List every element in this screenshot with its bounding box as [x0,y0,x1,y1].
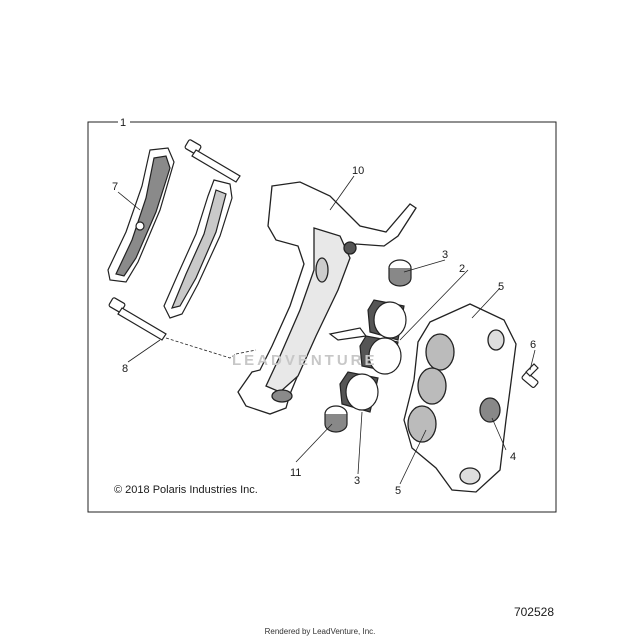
callout-11: 11 [290,467,301,479]
diagram-number: 702528 [513,605,554,619]
callout-7: 7 [112,181,118,193]
piston-1 [367,299,407,341]
pad-pin-bottom [108,297,167,341]
pad-pin-top [184,139,241,183]
callout-3-top: 3 [442,249,448,261]
diagram-border [87,121,557,513]
callout-5-bottom: 5 [395,485,401,497]
seal-top [388,259,412,287]
brake-pad-right [163,179,233,319]
seal-bottom [324,405,348,433]
callout-5-top: 5 [498,281,504,293]
copyright-text: © 2018 Polaris Industries Inc. [114,484,258,496]
callout-2: 2 [459,263,465,275]
rendered-by-text: Rendered by LeadVenture, Inc. [264,627,376,636]
callout-1: 1 [120,117,126,129]
brake-pad-left [107,147,175,283]
callout-4: 4 [510,451,516,463]
piston-3 [339,371,379,413]
callout-10: 10 [352,165,364,177]
watermark-text: LEADVENTURE [232,352,378,369]
caliper-bracket [237,181,417,415]
leader-lines [117,175,536,485]
callout-3-bottom: 3 [354,475,360,487]
callout-8: 8 [122,363,128,375]
caliper-housing [403,303,517,493]
bleeder-screw [521,363,539,388]
spring-clip [328,327,368,341]
callout-6: 6 [530,339,536,351]
piston-2 [359,335,402,375]
